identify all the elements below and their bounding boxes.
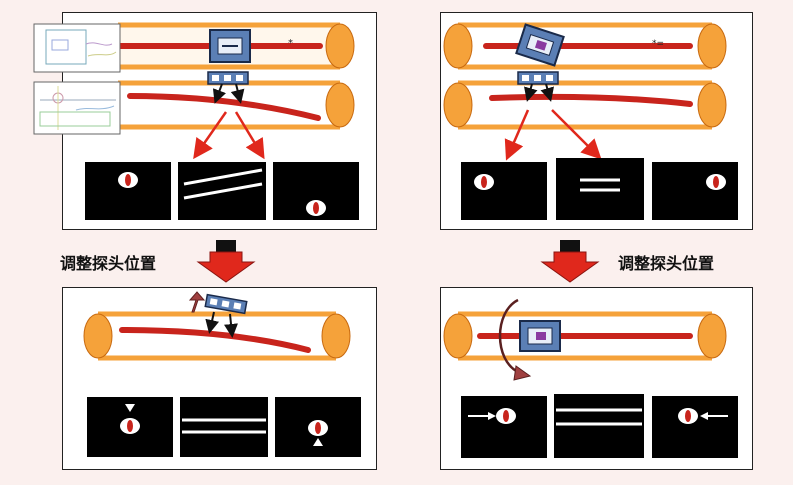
- probe-rotated: [515, 23, 565, 67]
- arrow-red-left: [193, 111, 228, 160]
- probe-long-axis: [207, 71, 249, 104]
- big-red-down-arrow-icon: [196, 240, 256, 283]
- bottom-left-illustration: [83, 291, 361, 457]
- beam-arrow-2: [224, 313, 238, 338]
- vessel-lower-right: [443, 80, 727, 130]
- svg-text:*=: *=: [652, 39, 664, 49]
- probe-short-axis: [209, 29, 251, 63]
- screen-bottom-right-2: [554, 394, 644, 458]
- top-right-illustration: *=: [443, 22, 738, 220]
- beam-arrow-1: [205, 311, 220, 334]
- arrow-red-right-right: [551, 109, 602, 160]
- inset-thumbnail-top: [33, 23, 121, 73]
- screen-top-right-3: [652, 162, 738, 220]
- vessel-lower: [118, 80, 355, 130]
- probe-aligned: [519, 320, 561, 352]
- screen-top-right-1: [461, 162, 547, 220]
- top-left-illustration: *: [33, 22, 359, 220]
- screen-top-left-1: [85, 162, 171, 220]
- screen-bottom-left-3: [275, 397, 361, 457]
- inset-thumbnail-bottom: [33, 81, 121, 135]
- vessel-bottom-left: [83, 311, 351, 361]
- caption-adjust-probe-left: 调整探头位置: [60, 254, 157, 273]
- probe-long-axis-right: [517, 71, 559, 102]
- screen-top-right-2: [556, 158, 644, 220]
- svg-text:*: *: [288, 38, 293, 49]
- vessel-bottom-right: [443, 311, 727, 361]
- screen-bottom-right-3: [652, 396, 738, 458]
- arrow-red-left-right: [504, 109, 530, 161]
- bottom-right-illustration: [443, 298, 738, 458]
- vessel-upper-right: *=: [443, 22, 727, 70]
- screen-bottom-left-2: [180, 397, 268, 457]
- screen-bottom-right-1: [461, 396, 547, 458]
- lift-arrow-icon: [188, 291, 206, 313]
- rotate-arrow-icon: [498, 298, 532, 381]
- caption-adjust-probe-right: 调整探头位置: [618, 254, 715, 273]
- probe-tilted: [204, 293, 248, 315]
- screen-bottom-left-1: [87, 397, 173, 457]
- big-red-down-arrow-icon-right: [540, 240, 600, 283]
- screen-top-left-2: [178, 162, 266, 220]
- screen-top-left-3: [273, 162, 359, 220]
- arrow-red-right: [234, 111, 265, 160]
